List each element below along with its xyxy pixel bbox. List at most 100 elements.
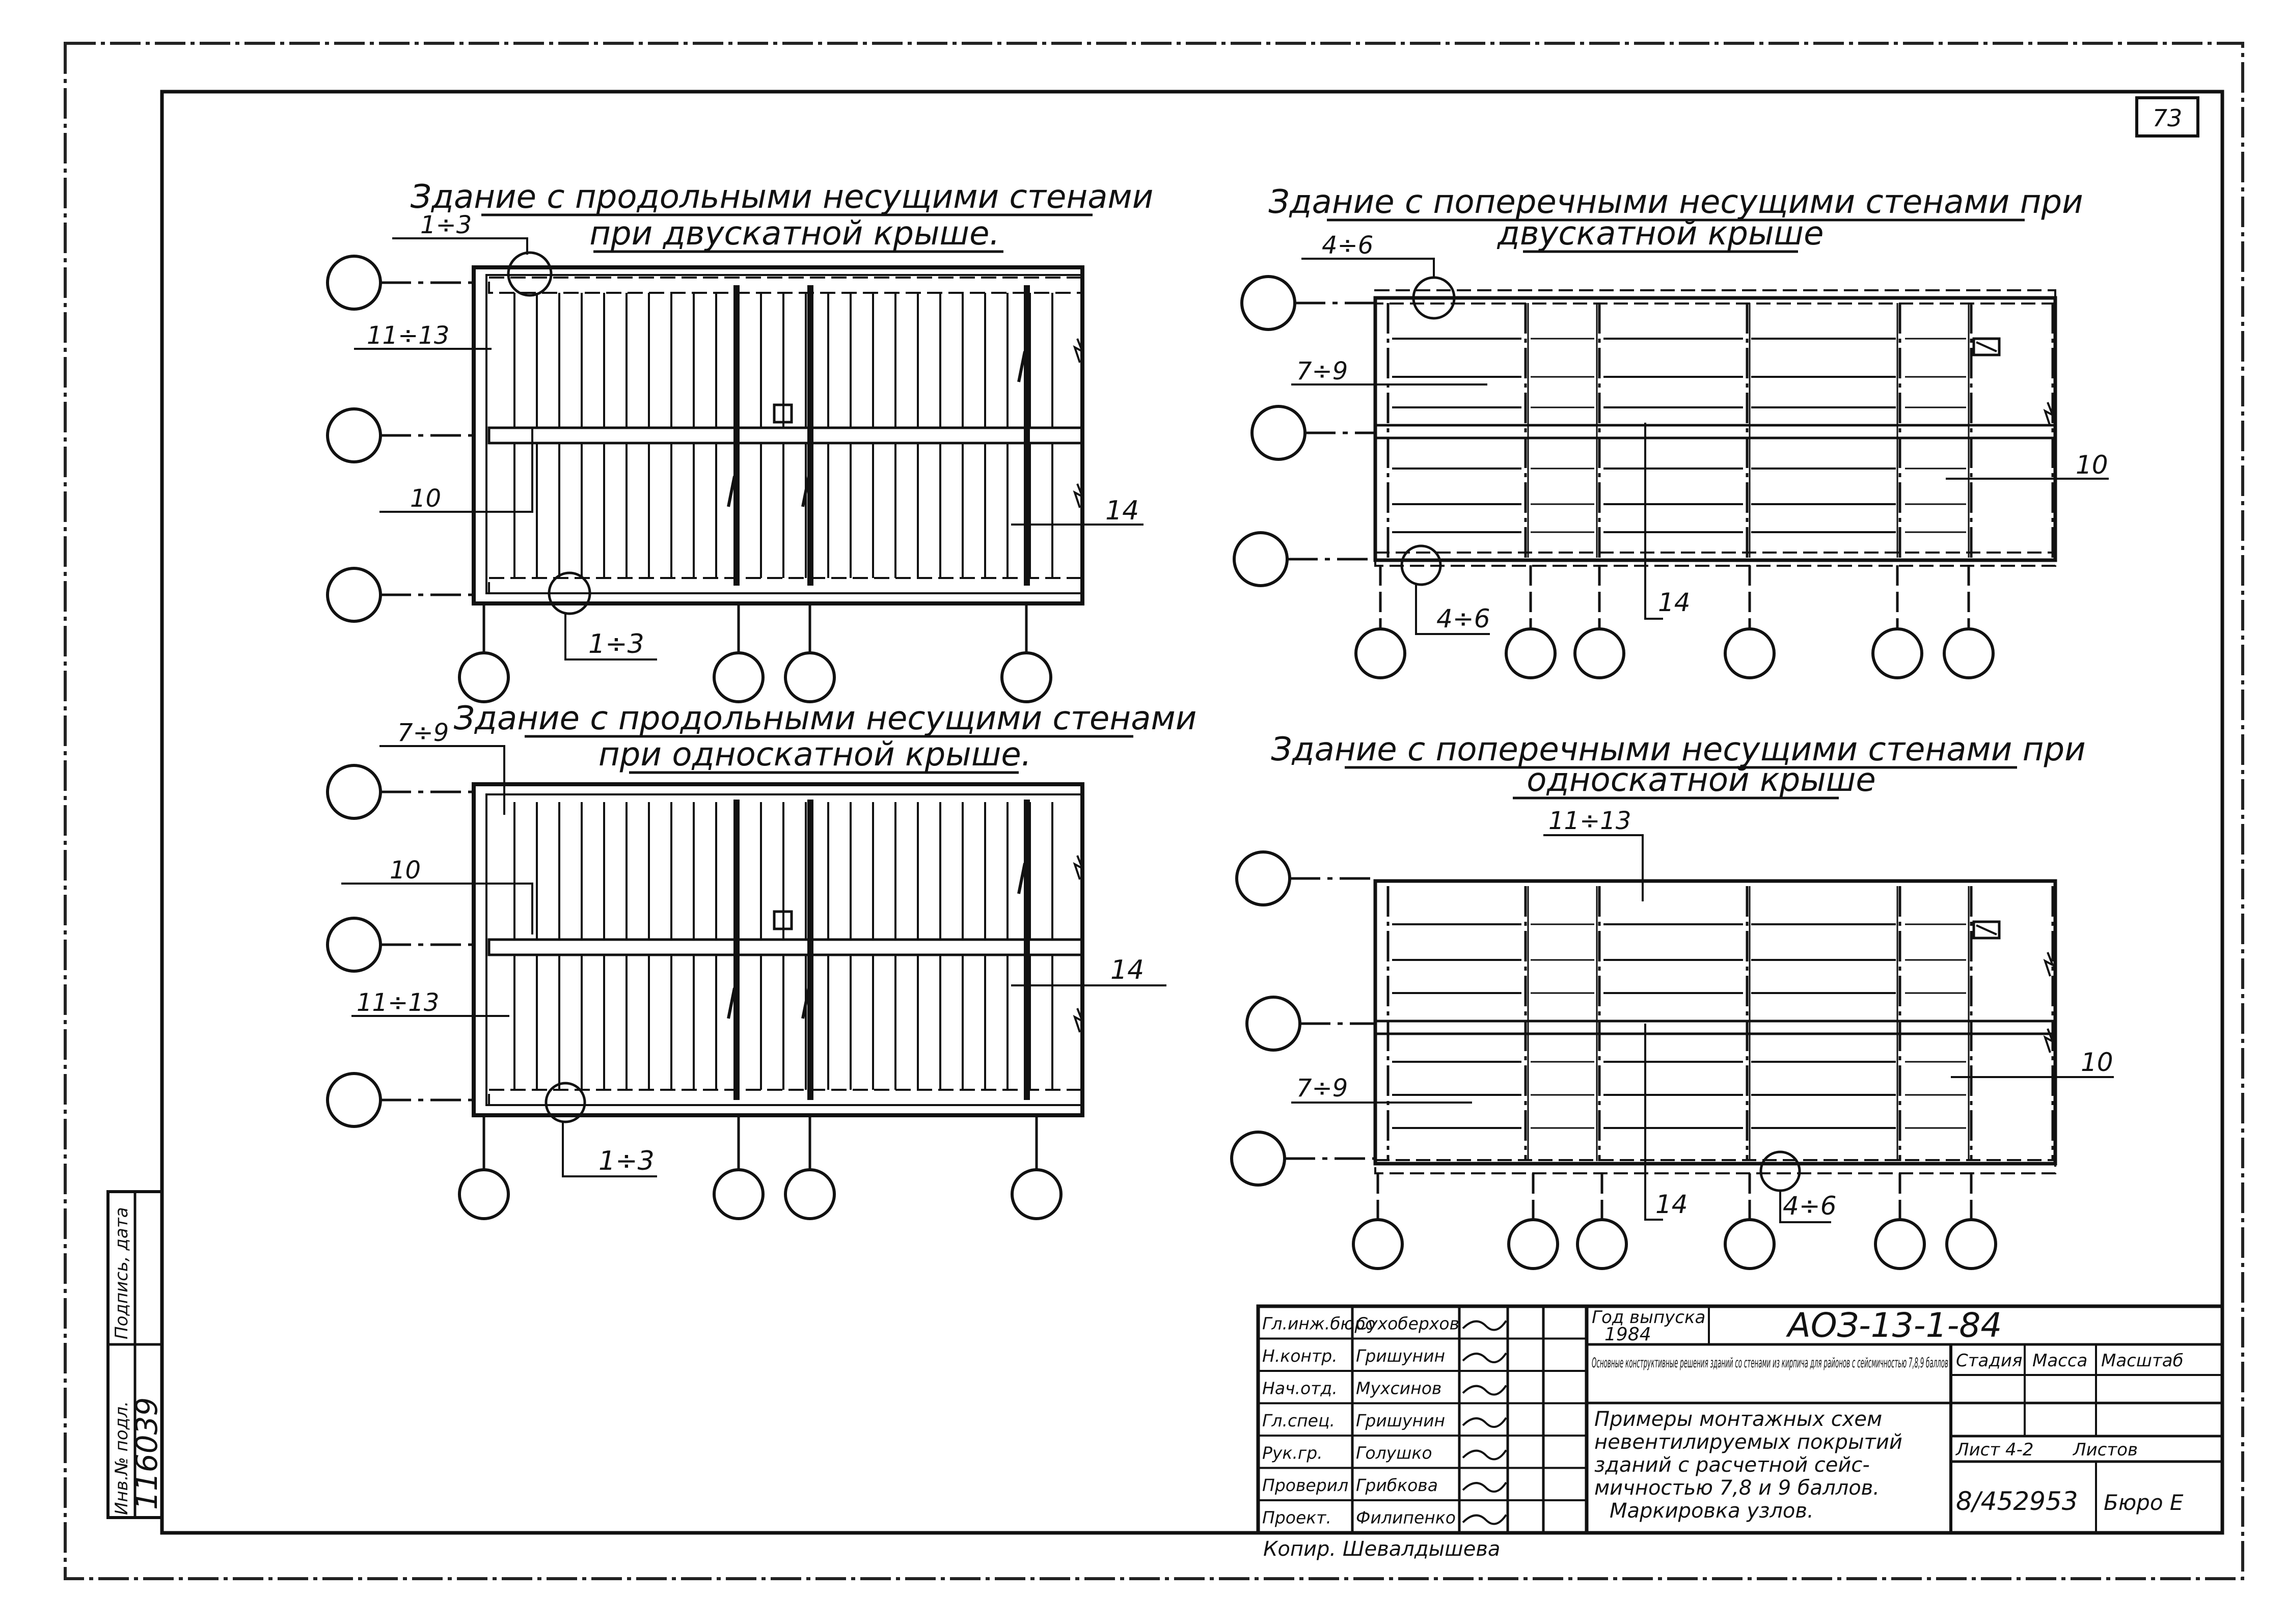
plan-view-longitudinal-gable: Здание с продольными несущими стенами пр… <box>326 178 1154 703</box>
side-stamp: Подпись, дата Инв.№ подл. 116039 <box>106 1190 164 1519</box>
axis-bubble <box>713 603 765 703</box>
view1-label-bottom: 1÷3 <box>588 629 644 659</box>
view3-title-line2: при односкатной крыше. <box>598 736 1031 774</box>
axis-bubble <box>1250 405 1375 461</box>
view1-title-line1: Здание с продольными несущими стенами <box>411 178 1154 216</box>
view4-label-right: 10 <box>2081 1048 2113 1077</box>
year-value: 1984 <box>1604 1324 1651 1345</box>
node-callout-circle <box>1400 544 1442 586</box>
document-code: АОЗ-13-1-84 <box>1786 1306 2002 1345</box>
axis-bubble <box>326 567 474 623</box>
node-callout-circle <box>507 251 553 297</box>
side-stamp-inv-label: Инв.№ подл. <box>112 1401 132 1515</box>
signature-mark <box>1462 1352 1507 1363</box>
document-number: 8/452953 <box>1956 1487 2078 1516</box>
axis-bubble <box>458 603 510 703</box>
sheet-title-line3: зданий с расчетной сейс- <box>1594 1453 1870 1477</box>
axis-bubble <box>1240 275 1375 331</box>
axis-bubble <box>784 603 836 703</box>
signature-mark <box>1462 1449 1507 1461</box>
view2-label-left-upper: 7÷9 <box>1296 357 1348 386</box>
node-callout-circle <box>548 571 591 615</box>
axis-bubble <box>1724 1173 1776 1270</box>
staff-role: Проект. <box>1262 1508 1331 1528</box>
view3-title-line1: Здание с продольными несущими стенами <box>454 700 1197 737</box>
axis-bubble <box>1235 850 1375 906</box>
plan-view-transverse-gable: Здание с поперечными несущими стенами пр… <box>1233 183 2109 679</box>
staff-role: Гл.спец. <box>1262 1411 1335 1430</box>
view3-label-right: 14 <box>1110 955 1144 985</box>
view2-label-bottom-mid: 14 <box>1658 588 1691 617</box>
view1-title-line2: при двускатной крыше. <box>589 215 1000 253</box>
axis-bubble <box>713 1115 765 1220</box>
view2-label-right: 10 <box>2076 450 2108 480</box>
sheet-title-line2: невентилируемых покрытий <box>1594 1430 1902 1454</box>
title-block: Гл.инж.бюроСухоберховН.контр.ГришунинНач… <box>1256 1304 2224 1535</box>
staff-role: Рук.гр. <box>1262 1443 1323 1463</box>
axis-bubble <box>784 1115 836 1220</box>
copied-by: Копир. Шевалдышева <box>1263 1537 1500 1561</box>
view4-label-bottom: 4÷6 <box>1783 1191 1837 1221</box>
axis-bubble <box>1000 603 1052 703</box>
bureau-name: Бюро Е <box>2104 1490 2184 1515</box>
staff-name: Гришунин <box>1356 1346 1445 1366</box>
view4-label-top: 11÷13 <box>1548 807 1631 835</box>
view3-label-bottom: 1÷3 <box>598 1146 655 1176</box>
outer-frame <box>64 42 2244 1580</box>
axis-bubble <box>458 1115 510 1220</box>
side-stamp-signature-label: Подпись, дата <box>112 1207 132 1339</box>
plan-view-longitudinal-shed: Здание с продольными несущими стенами пр… <box>326 700 1197 1220</box>
axis-bubble <box>1507 1173 1559 1270</box>
sheet-title-line1: Примеры монтажных схем <box>1594 1408 1882 1431</box>
staff-name: Мухсинов <box>1356 1379 1441 1398</box>
view2-title-line2: двускатной крыше <box>1497 215 1824 253</box>
node-callout-circle <box>545 1082 586 1123</box>
axis-bubble <box>1352 1173 1404 1270</box>
staff-role: Нач.отд. <box>1262 1379 1338 1398</box>
view4-label-bottom-mid: 14 <box>1655 1190 1688 1219</box>
axis-bubble <box>1233 531 1375 587</box>
axis-bubble <box>1011 1115 1063 1220</box>
staff-role: Проверил <box>1262 1475 1348 1495</box>
view3-label-left-lower: 11÷13 <box>357 988 439 1017</box>
page-number-box <box>2135 96 2199 137</box>
side-stamp-inv-number: 116039 <box>129 1397 164 1510</box>
signature-mark <box>1462 1417 1507 1428</box>
view1-label-left-lower: 10 <box>410 484 441 513</box>
axis-bubble <box>326 407 474 463</box>
view3-label-top: 7÷9 <box>397 719 449 747</box>
signature-mark <box>1462 1514 1507 1525</box>
view1-label-right: 14 <box>1105 496 1139 526</box>
axis-bubble <box>1943 565 1995 679</box>
axis-bubble <box>326 255 474 311</box>
axis-bubble <box>1354 565 1406 679</box>
view4-label-left-lower: 7÷9 <box>1296 1074 1348 1103</box>
staff-name: Филипенко <box>1356 1508 1456 1528</box>
page-number: 73 <box>2153 104 2183 132</box>
staff-name: Гришунин <box>1356 1411 1445 1430</box>
view3-label-left-upper: 10 <box>390 856 421 885</box>
axis-bubble <box>1724 565 1776 679</box>
plan-view-transverse-shed: Здание с поперечными несущими стенами пр… <box>1230 731 2114 1270</box>
sheet-title-line4: мичностью 7,8 и 9 баллов. <box>1594 1476 1880 1500</box>
axis-bubble <box>1576 1173 1628 1270</box>
axis-bubble <box>1505 565 1557 679</box>
stage-label: Стадия <box>1956 1351 2022 1371</box>
axis-bubble <box>1245 996 1375 1052</box>
view4-title-line2: односкатной крыше <box>1527 761 1875 799</box>
mass-label: Масса <box>2032 1351 2087 1371</box>
axis-bubble <box>1871 565 1923 679</box>
year-label: Год выпуска <box>1592 1307 1705 1328</box>
inner-frame <box>160 90 2224 1535</box>
axis-bubble <box>326 764 474 820</box>
node-callout-circle <box>1759 1150 1801 1192</box>
document-description: Основные конструктивные решения зданий с… <box>1592 1355 1948 1371</box>
view1-label-top: 1÷3 <box>420 211 472 239</box>
signature-mark <box>1462 1385 1507 1396</box>
signature-mark <box>1462 1481 1507 1493</box>
axis-bubble <box>1573 565 1625 679</box>
sheet-title-line5: Маркировка узлов. <box>1610 1499 1814 1523</box>
staff-role: Н.контр. <box>1262 1346 1338 1366</box>
scale-label: Масштаб <box>2101 1351 2184 1371</box>
